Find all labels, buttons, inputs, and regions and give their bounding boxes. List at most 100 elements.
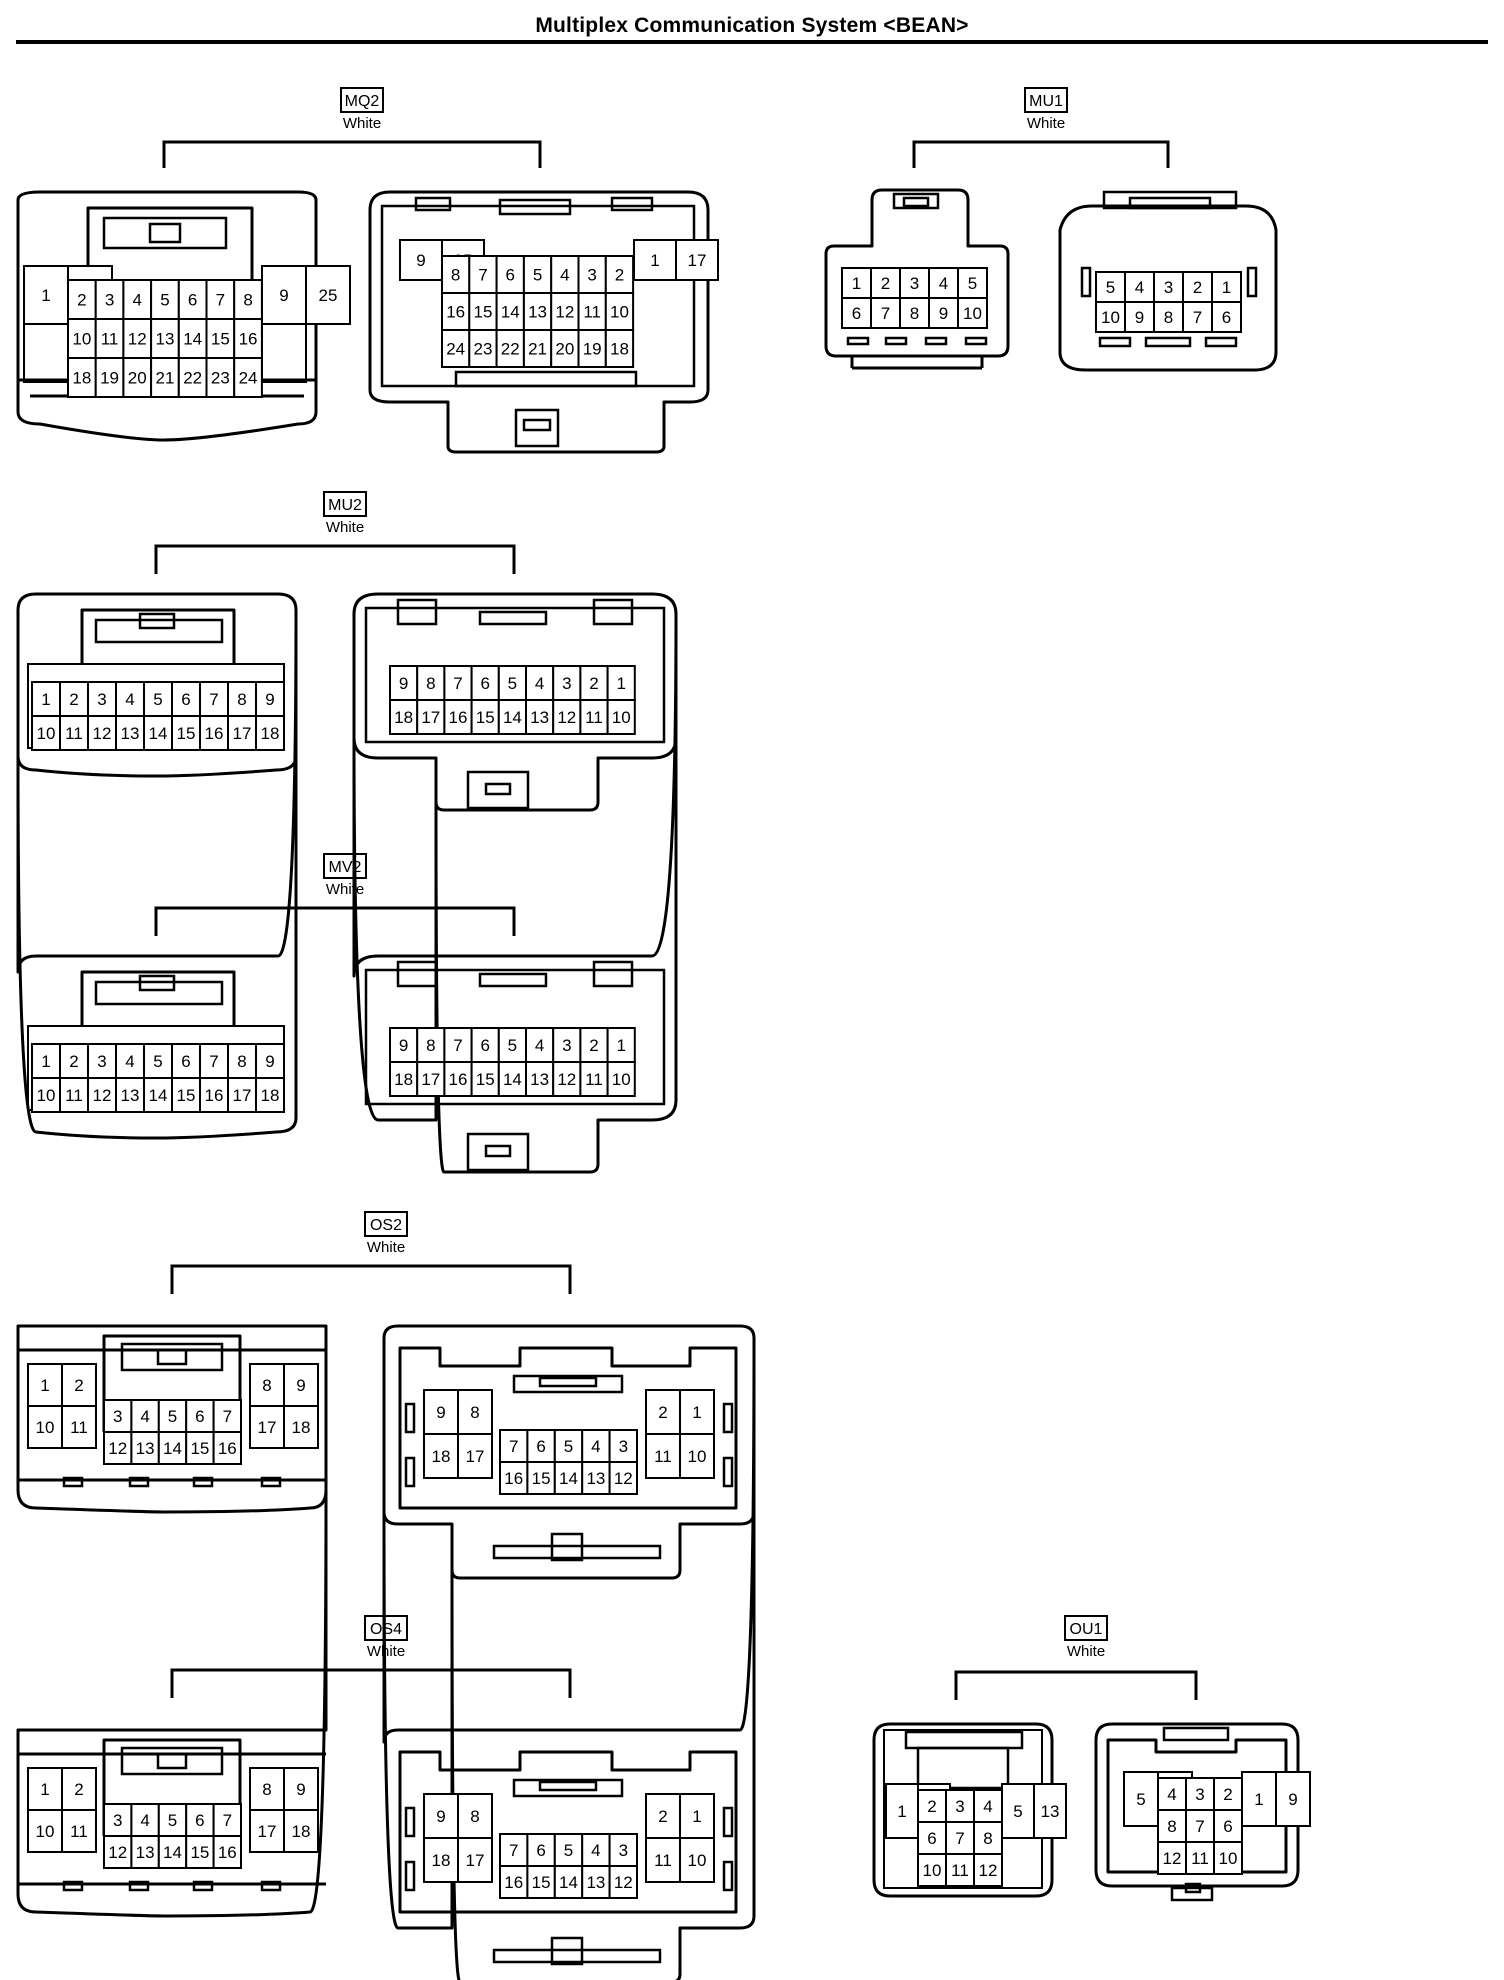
- pin-cell: [59, 1077, 89, 1113]
- pin-number: 14: [503, 1070, 522, 1089]
- pin-cavity: 5: [522, 255, 553, 294]
- pin-cavity: 15: [171, 1077, 201, 1113]
- pin-cavity: 8: [416, 1027, 446, 1063]
- pin-cavity: 18: [283, 1809, 319, 1853]
- pin-cavity: 3: [608, 1429, 638, 1463]
- housing-detail: [156, 1348, 188, 1366]
- pin-cavity: 18: [255, 1077, 285, 1113]
- pin-number: 9: [436, 1403, 445, 1422]
- pin-cell: [249, 1405, 285, 1449]
- housing-detail: [404, 1402, 416, 1434]
- pin-number: 6: [927, 1829, 936, 1848]
- pin-number: 17: [466, 1851, 485, 1870]
- pin-number: 1: [1254, 1790, 1263, 1809]
- pin-cell: [416, 1027, 446, 1063]
- pin-cell: [579, 665, 609, 701]
- pin-cavity: 9: [389, 1027, 419, 1063]
- pin-cavity: 21: [150, 357, 180, 398]
- connector-id: MU1: [1029, 93, 1063, 110]
- pin-number: 3: [1164, 278, 1173, 297]
- pin-cell: [122, 357, 153, 398]
- pin-cell: [103, 1803, 133, 1837]
- pin-cell: [443, 665, 473, 701]
- connector-color: White: [326, 881, 364, 898]
- pin-number: 7: [453, 674, 462, 693]
- pin-number: 24: [446, 340, 465, 359]
- pin-cavity: 21: [522, 329, 553, 368]
- pin-cell: [973, 1789, 1003, 1823]
- pin-cavity: 3: [552, 1027, 582, 1063]
- pin-cavity: 6: [470, 665, 500, 701]
- pin-number: 2: [69, 1052, 78, 1071]
- pin-number: 11: [65, 1086, 83, 1105]
- pin-number: 19: [583, 340, 602, 359]
- pin-cell: [552, 1027, 582, 1063]
- pin-cavity: 18: [389, 1061, 419, 1097]
- pin-number: 8: [262, 1376, 271, 1395]
- pin-number: 16: [504, 1873, 523, 1892]
- pin-cell: [61, 1767, 97, 1811]
- pin-cell: [205, 318, 236, 359]
- pin-cavity: 8: [973, 1821, 1003, 1855]
- pin-cell: [27, 1809, 63, 1853]
- pin-cell: [470, 1027, 500, 1063]
- pin-number: 9: [265, 690, 274, 709]
- pin-cell: [606, 699, 636, 735]
- pin-cavity: 11: [645, 1433, 681, 1479]
- housing-detail: [148, 222, 182, 244]
- pin-number: 2: [1223, 1785, 1232, 1804]
- pin-cavity: 7: [945, 1821, 975, 1855]
- connector-ou1: OU1White19234678101112513513432876121110…: [872, 1615, 1311, 1902]
- pin-cavity: 15: [526, 1865, 556, 1899]
- pin-cell: [870, 267, 901, 299]
- pin-cell: [604, 329, 635, 368]
- pin-cavity: 22: [495, 329, 525, 368]
- pin-cell: [553, 1865, 584, 1899]
- pin-cavity: 11: [579, 1061, 609, 1097]
- pin-number: 13: [121, 1086, 140, 1105]
- pin-number: 14: [501, 303, 520, 322]
- pin-cavity: 4: [130, 1399, 160, 1433]
- pin-cavity: 2: [870, 267, 901, 299]
- pin-cavity: 2: [579, 665, 609, 701]
- pin-cell: [552, 699, 582, 735]
- pin-cavity: 13: [130, 1431, 160, 1465]
- pin-number: 6: [480, 1036, 489, 1055]
- pin-number: 17: [421, 1070, 440, 1089]
- housing-inner: [364, 968, 666, 1106]
- pin-number: 10: [612, 708, 631, 727]
- pin-cavity: 1: [679, 1793, 715, 1839]
- pin-number: 9: [296, 1780, 305, 1799]
- pin-cavity: 15: [171, 715, 201, 751]
- pin-number: 11: [70, 1418, 88, 1437]
- housing-detail: [260, 1880, 282, 1892]
- latch-outline: [86, 206, 254, 280]
- pin-number: 20: [555, 340, 574, 359]
- pin-number: 19: [100, 369, 119, 388]
- pin-number: 5: [1106, 278, 1115, 297]
- pin-cavity: 10: [957, 297, 988, 329]
- pin-number: 5: [508, 1036, 517, 1055]
- housing-detail: [1246, 266, 1258, 298]
- housing-detail: [138, 974, 176, 992]
- connector-id-box: [364, 1615, 408, 1641]
- pin-cell: [59, 715, 89, 751]
- pin-cavity: 5: [497, 1027, 527, 1063]
- pin-cavity: 15: [470, 1061, 500, 1097]
- pin-number: 6: [536, 1437, 545, 1456]
- pin-cell: [675, 239, 719, 281]
- pin-cell: [499, 1429, 529, 1463]
- pin-cell: [1123, 1771, 1159, 1827]
- pin-number: 15: [190, 1439, 209, 1458]
- pin-cavity: 12: [103, 1431, 133, 1465]
- pin-number: 2: [658, 1403, 667, 1422]
- pin-number: 3: [955, 1797, 964, 1816]
- pin-cavity: 1: [27, 1363, 63, 1407]
- pin-number: 4: [140, 1811, 149, 1830]
- pin-number: 6: [1223, 1817, 1232, 1836]
- pin-number: 18: [72, 369, 91, 388]
- pin-number: 7: [955, 1829, 964, 1848]
